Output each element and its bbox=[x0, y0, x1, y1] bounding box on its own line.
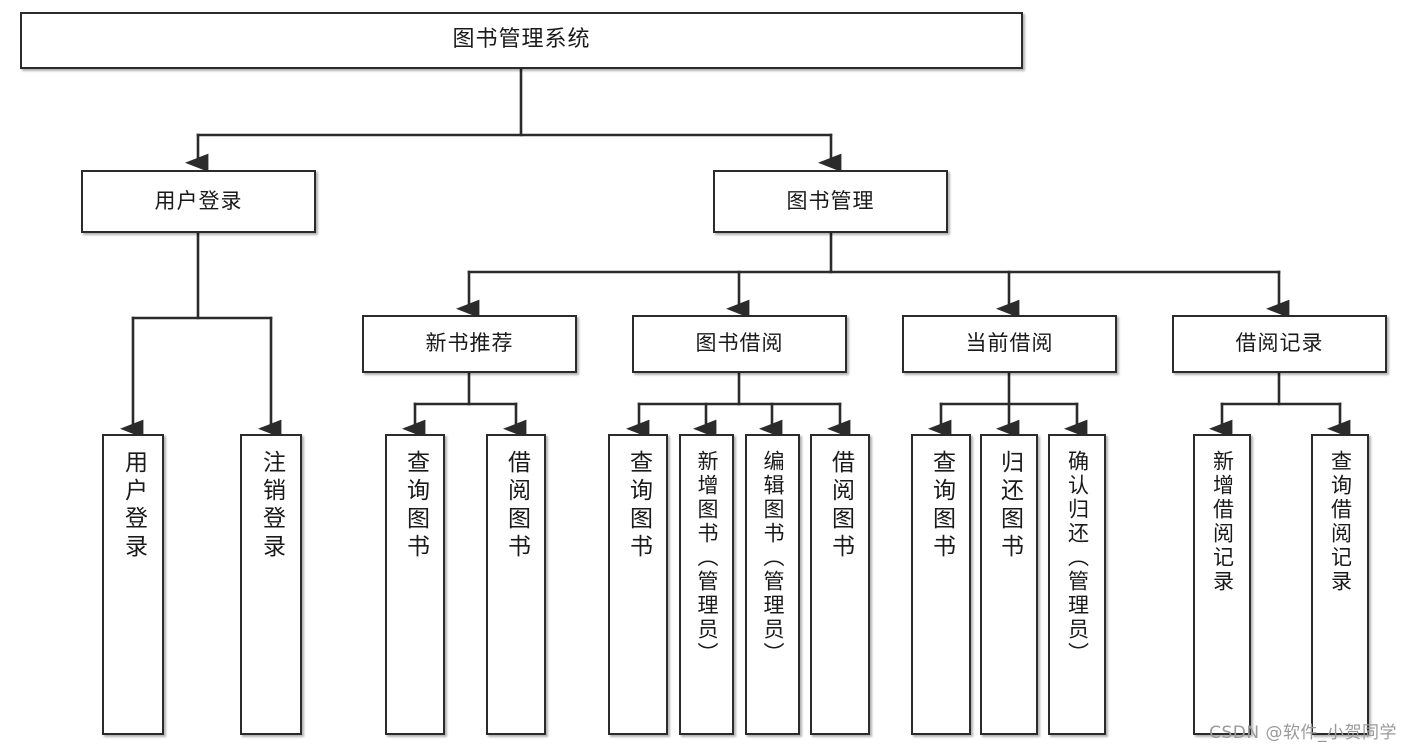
node-label: 图书借阅 bbox=[695, 331, 784, 356]
node-label: 查询图书 bbox=[402, 450, 429, 562]
leaf-cb-return-book[interactable]: 归还图书 bbox=[980, 434, 1038, 735]
node-root-system[interactable]: 图书管理系统 bbox=[20, 12, 1023, 69]
node-label: 查询借阅记录 bbox=[1328, 450, 1353, 594]
node-label: 查询图书 bbox=[928, 450, 955, 562]
leaf-nb-search-book[interactable]: 查询图书 bbox=[385, 434, 445, 735]
leaf-br-add-record[interactable]: 新增借阅记录 bbox=[1193, 434, 1251, 735]
node-label: 用户登录 bbox=[120, 450, 147, 562]
node-user-login[interactable]: 用户登录 bbox=[81, 170, 316, 233]
leaf-bb-borrow-book[interactable]: 借阅图书 bbox=[810, 434, 870, 735]
node-book-management[interactable]: 图书管理 bbox=[713, 170, 948, 233]
leaf-br-search-record[interactable]: 查询借阅记录 bbox=[1311, 434, 1369, 735]
node-label: 新书推荐 bbox=[425, 331, 514, 356]
leaf-bb-edit-book[interactable]: 编辑图书（管理员） bbox=[745, 434, 800, 735]
node-label: 新增图书（管理员） bbox=[695, 450, 719, 666]
node-label: 借阅图书 bbox=[503, 450, 530, 562]
leaf-cb-confirm-return[interactable]: 确认归还（管理员） bbox=[1048, 434, 1106, 735]
node-label: 查询图书 bbox=[625, 450, 652, 562]
leaf-bb-search-book[interactable]: 查询图书 bbox=[608, 434, 668, 735]
csdn-watermark: CSDN @软件_小贺同学 bbox=[1209, 723, 1397, 743]
node-label: 注销登录 bbox=[258, 450, 285, 562]
node-label: 当前借阅 bbox=[965, 331, 1054, 356]
node-label: 归还图书 bbox=[996, 450, 1023, 562]
leaf-bb-add-book[interactable]: 新增图书（管理员） bbox=[679, 434, 734, 735]
node-label: 图书管理系统 bbox=[452, 27, 591, 53]
node-borrow-record[interactable]: 借阅记录 bbox=[1172, 315, 1387, 373]
node-new-book-recommend[interactable]: 新书推荐 bbox=[362, 315, 577, 373]
node-label: 图书管理 bbox=[786, 188, 875, 213]
node-label: 用户登录 bbox=[154, 188, 243, 213]
node-label: 借阅图书 bbox=[827, 450, 854, 562]
leaf-cb-search-book[interactable]: 查询图书 bbox=[911, 434, 971, 735]
leaf-logout[interactable]: 注销登录 bbox=[240, 434, 302, 735]
node-label: 借阅记录 bbox=[1235, 331, 1324, 356]
node-label: 新增借阅记录 bbox=[1210, 450, 1235, 594]
node-book-borrow[interactable]: 图书借阅 bbox=[632, 315, 847, 373]
node-label: 编辑图书（管理员） bbox=[761, 450, 785, 666]
leaf-user-login[interactable]: 用户登录 bbox=[102, 434, 164, 735]
leaf-nb-borrow-book[interactable]: 借阅图书 bbox=[486, 434, 546, 735]
node-current-borrow[interactable]: 当前借阅 bbox=[902, 315, 1117, 373]
node-label: 确认归还（管理员） bbox=[1065, 450, 1090, 666]
